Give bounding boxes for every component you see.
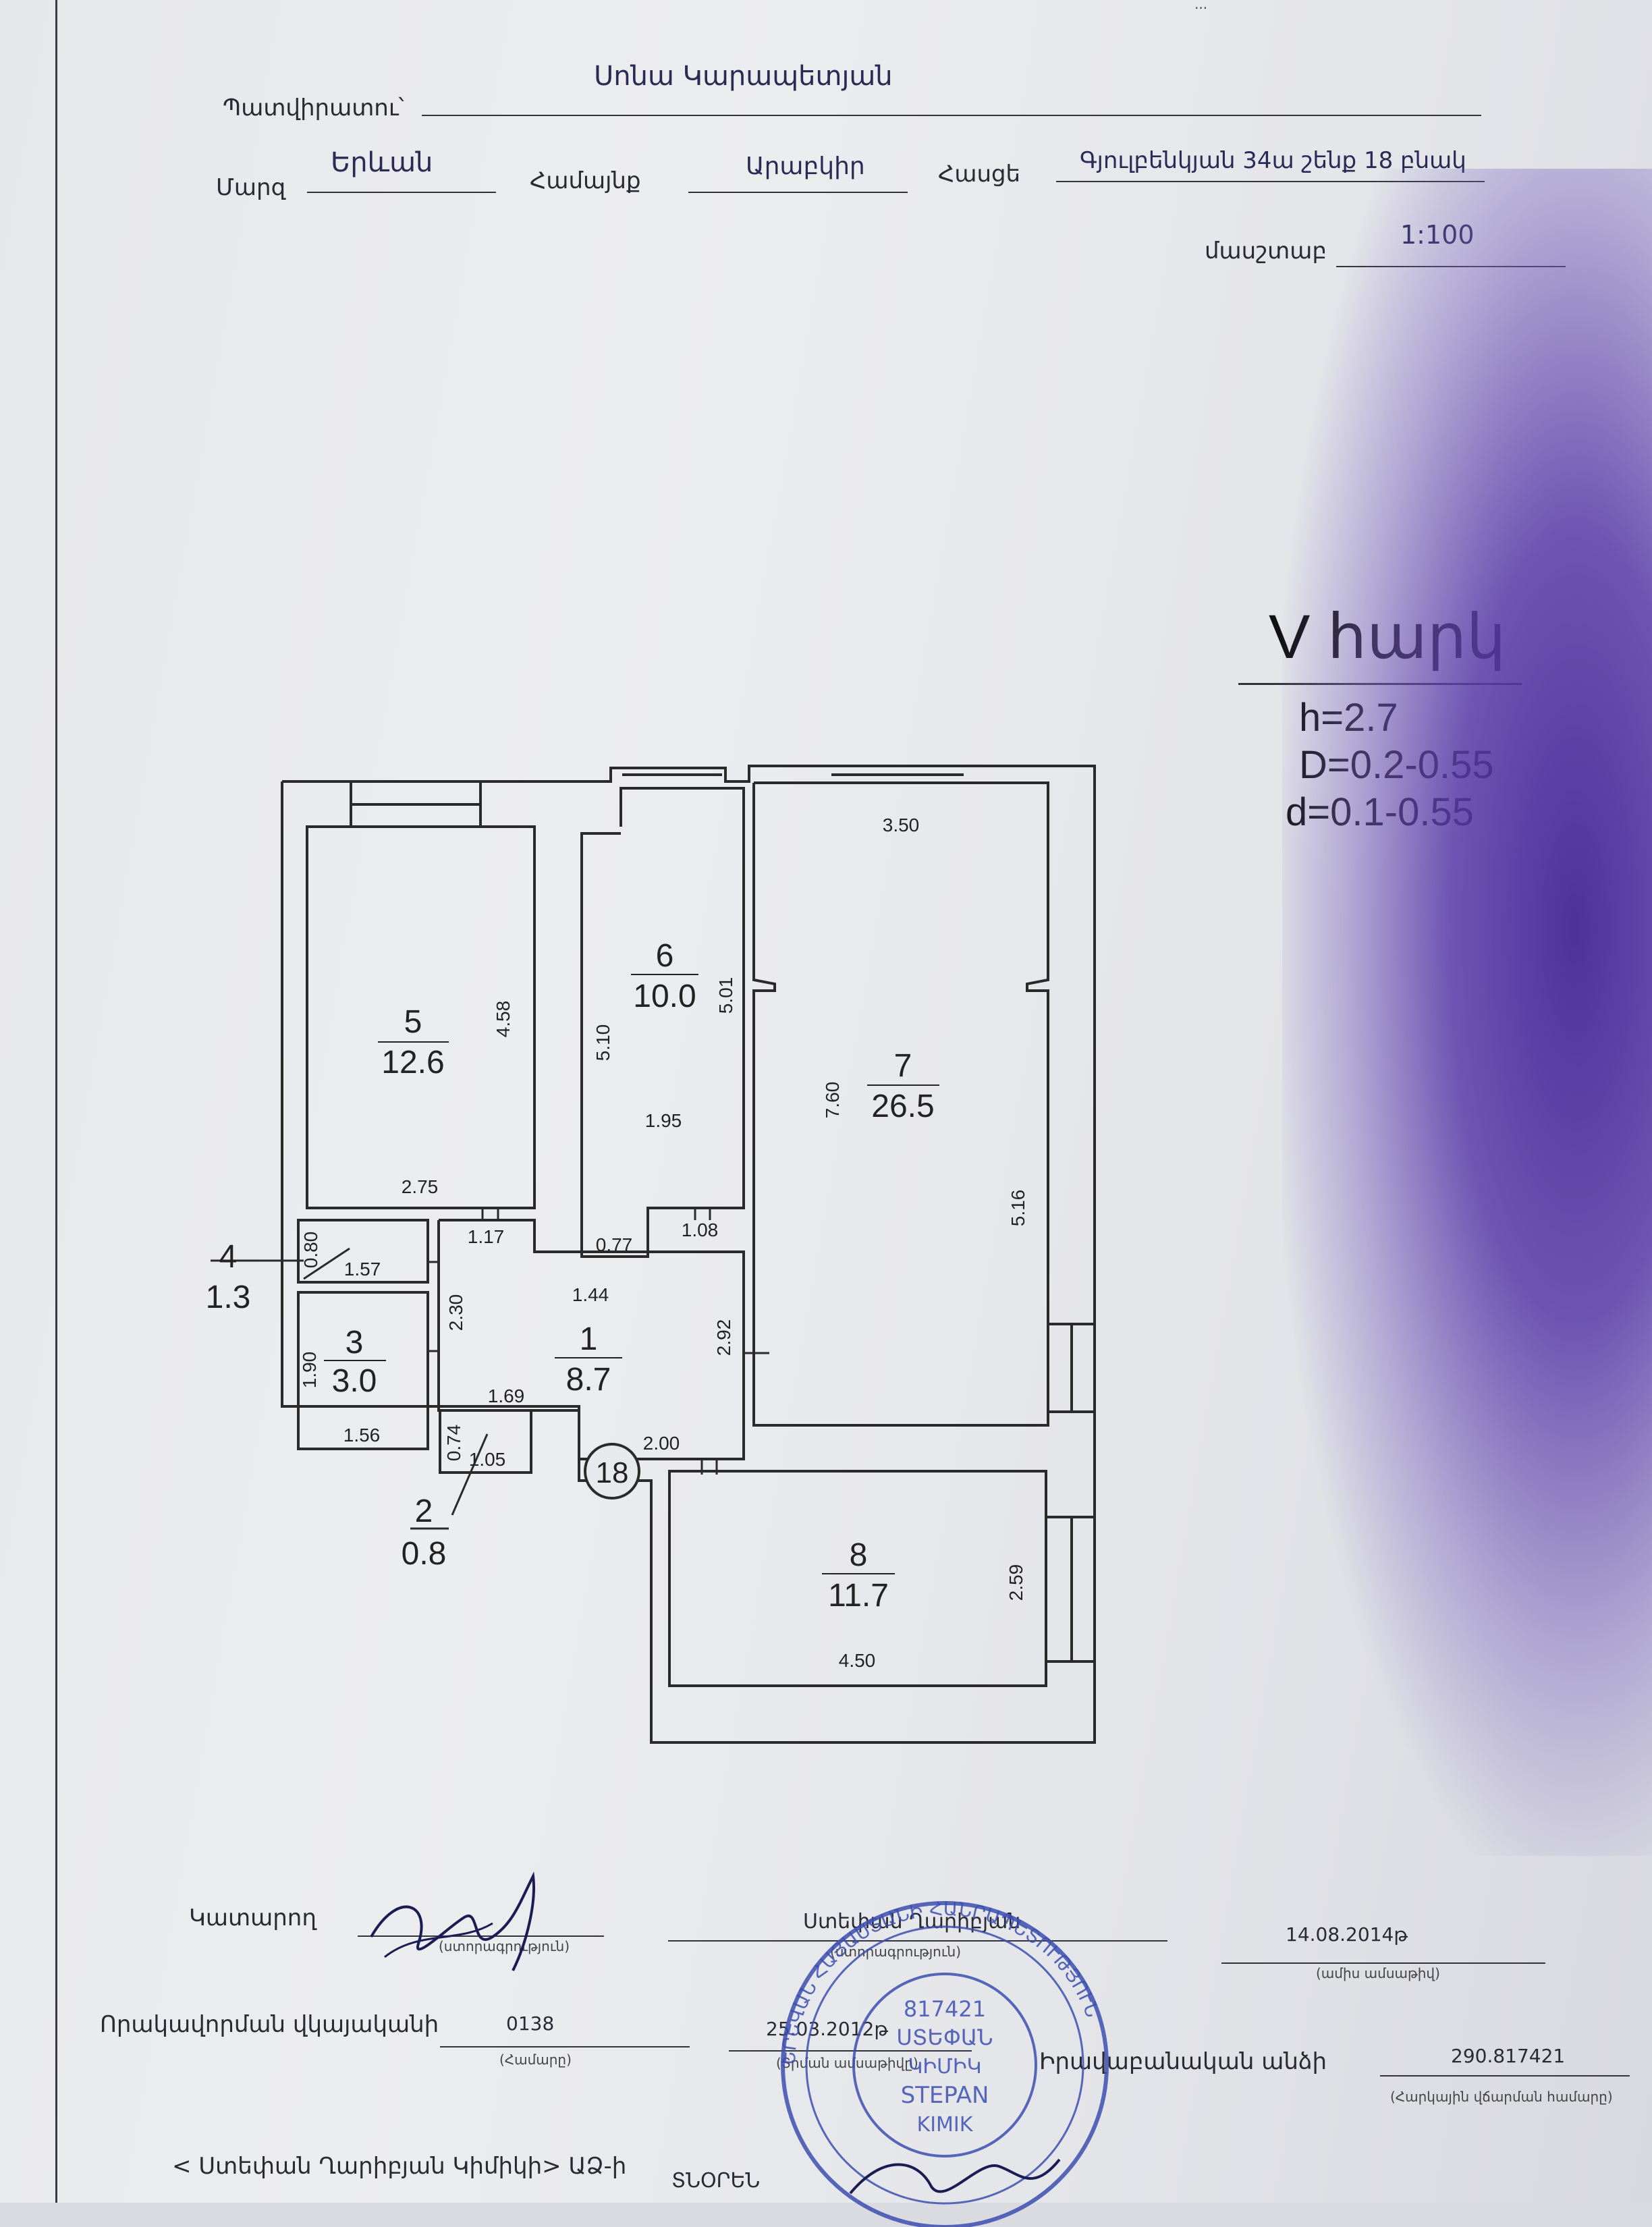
room-4-outline <box>297 1219 429 1284</box>
director-signature <box>849 2158 1061 2195</box>
dim-r4-h: 0.80 <box>300 1232 321 1269</box>
tin-sub: (Հարկային վճարման համարը) <box>1390 2089 1613 2105</box>
region-value: Երևան <box>331 147 433 178</box>
room-4-area: 1.3 <box>206 1280 251 1315</box>
margin-line <box>55 0 57 2203</box>
tin-line <box>1380 2075 1630 2077</box>
room-3-outline <box>297 1291 429 1450</box>
room-7-num: 7 <box>894 1048 912 1084</box>
dim-r6-h2: 5.01 <box>715 977 736 1014</box>
region-underline <box>307 192 496 193</box>
dim-r1-f: 2.00 <box>643 1433 680 1454</box>
dim-r2-w: 1.05 <box>469 1449 506 1470</box>
community-underline <box>688 192 908 193</box>
owner-signature-line <box>668 1940 1167 1942</box>
dim-r7-h: 7.60 <box>822 1082 843 1119</box>
apartment-number-marker: 18 <box>584 1443 640 1500</box>
community-label: Համայնք <box>530 167 641 194</box>
date-line <box>1221 1962 1545 1964</box>
room-6-area: 10.0 <box>633 979 696 1014</box>
owner-value: Սոնա Կարապետյան <box>594 61 893 92</box>
top-note: ... <box>1194 0 1208 12</box>
room-6-num: 6 <box>656 938 674 974</box>
dim-r6-a: 0.77 <box>596 1234 633 1255</box>
dimension-labels: 4.58 2.75 5.10 5.01 1.95 0.77 1.08 3.50 … <box>299 815 1028 1671</box>
region-label: Մարզ <box>216 174 286 201</box>
dim-r8-w: 4.50 <box>839 1650 876 1671</box>
room-2-outline <box>439 1409 532 1474</box>
room-3-num: 3 <box>346 1325 364 1360</box>
stamp-latin: STEPAN <box>901 2082 989 2109</box>
owner-label: Պատվիրատու՝ <box>223 94 404 121</box>
cert-number-sub: (Համարը) <box>499 2052 572 2068</box>
room-2-num: 2 <box>415 1493 433 1529</box>
room-2-area: 0.8 <box>402 1536 447 1572</box>
room-3-area: 3.0 <box>332 1363 377 1399</box>
dim-r8-h: 2.59 <box>1006 1564 1026 1601</box>
room-1-num: 1 <box>580 1321 598 1357</box>
room-5-outline <box>306 825 536 1209</box>
plan-walls <box>281 765 1096 1744</box>
executor-signature <box>370 1871 535 1971</box>
date-value: 14.08.2014թ <box>1286 1923 1408 1946</box>
room-7-area: 26.5 <box>871 1089 934 1124</box>
address-label: Հասցե <box>938 161 1021 188</box>
room-5-area: 12.6 <box>381 1045 444 1080</box>
dim-r3-h: 1.90 <box>299 1352 320 1389</box>
room-5-num: 5 <box>404 1004 422 1040</box>
date-sub: (ամիս ամսաթիվ) <box>1316 1965 1440 1981</box>
cert-number: 0138 <box>506 2012 555 2035</box>
cert-number-line <box>440 2046 690 2047</box>
cert-date-line <box>729 2050 972 2052</box>
dim-r4-w: 1.57 <box>344 1259 381 1280</box>
company-stamp: ԵՐԵՎԱՆ ՀԱՅԱՍՏԱՆԻ ՀԱՆՐԱՊԵՏՈՒԹՅՈՒՆ 817421 … <box>777 1898 1109 2227</box>
owner-signature-sub: (ստորագրություն) <box>830 1944 962 1960</box>
dim-r1-e: 1.69 <box>488 1385 525 1406</box>
dim-r6-b: 1.08 <box>682 1219 719 1240</box>
door-ticks <box>428 1208 769 1475</box>
dim-r1-b: 1.44 <box>572 1284 609 1305</box>
tin-label: Իրավաբանական անձի <box>1039 2048 1327 2075</box>
cert-label: Որակավորման վկայականի <box>100 2011 439 2038</box>
dim-r1-a: 1.17 <box>468 1226 505 1247</box>
dim-r1-c: 2.30 <box>445 1294 466 1331</box>
room-7-outline <box>752 781 1049 1427</box>
room-labels: 5 12.6 6 10.0 7 26.5 1 8.7 3 3.0 4 1.3 2… <box>206 938 939 1614</box>
director-label: ՏՆՕՐԵՆ <box>671 2169 761 2193</box>
dim-r2-h: 0.74 <box>443 1425 464 1462</box>
outer-wall <box>281 765 1096 1744</box>
dim-r3-w: 1.56 <box>343 1425 381 1446</box>
dim-r7-w: 3.50 <box>883 815 920 835</box>
dim-r7-h2: 5.16 <box>1008 1190 1028 1227</box>
tin-value: 290.817421 <box>1451 2045 1566 2067</box>
address-underline <box>1056 181 1485 182</box>
cert-date-sub: (Տրման ամսաթիվը) <box>776 2055 918 2071</box>
room-8-num: 8 <box>850 1537 868 1573</box>
executor-sub: (ստորագրություն) <box>439 1938 570 1954</box>
apartment-number: 18 <box>596 1456 629 1489</box>
room-8-outline <box>668 1470 1047 1687</box>
room-6-outline <box>580 787 745 1258</box>
stamp-name: ՍՏԵՓԱՆ <box>896 2025 993 2050</box>
stamp-name2: ԿԻՄԻԿ <box>908 2055 981 2079</box>
stamp-latin2: KIMIK <box>917 2113 974 2137</box>
leader-lines <box>211 1247 489 1530</box>
dim-r5-w: 2.75 <box>402 1176 439 1197</box>
community-value: Արաբկիր <box>746 153 865 180</box>
company-name: < Ստեփան Ղարիբյան Կիմիկի> ԱՁ-ի <box>172 2153 627 2180</box>
executor-label: Կատարող <box>189 1904 316 1931</box>
dim-r6-w: 1.95 <box>645 1110 682 1131</box>
dim-r1-d: 2.92 <box>713 1319 734 1356</box>
owner-underline <box>422 115 1481 116</box>
owner-signature-label: Ստեփան Ղարիբյան <box>803 1910 1021 1933</box>
room-8-area: 11.7 <box>828 1578 889 1614</box>
dim-r5-h: 4.58 <box>493 1001 514 1038</box>
room-1-area: 8.7 <box>566 1362 611 1398</box>
room-4-num: 4 <box>219 1239 238 1275</box>
stamp-number: 817421 <box>904 1996 986 2022</box>
dim-r6-h1: 5.10 <box>593 1024 613 1062</box>
